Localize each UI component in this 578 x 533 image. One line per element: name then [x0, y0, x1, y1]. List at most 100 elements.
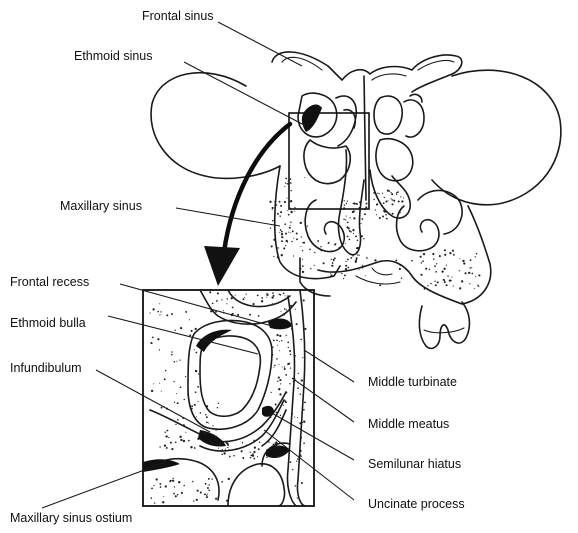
stipple-dot [207, 494, 208, 495]
inset-infundibulum-dark [198, 430, 226, 447]
stipple-dot [366, 203, 368, 205]
stipple-dot [293, 255, 294, 256]
stipple-dot [425, 268, 427, 270]
stipple-dot [303, 299, 305, 301]
stipple-dot [152, 308, 154, 310]
stipple-dot [280, 211, 282, 213]
stipple-dot [301, 236, 302, 237]
stipple-dot [153, 383, 154, 384]
stipple-dot [362, 218, 364, 220]
stipple-dot [290, 211, 292, 213]
stipple-dot [356, 251, 358, 253]
stipple-dot [285, 401, 287, 403]
inset-infundibulum-channel [150, 392, 286, 442]
stipple-dot [385, 214, 387, 216]
stipple-dot [173, 493, 175, 495]
stipple-dot [293, 381, 295, 383]
stipple-dot [243, 298, 245, 300]
stipple-dot [422, 260, 424, 262]
stipple-dot [285, 245, 286, 246]
stipple-dot [421, 262, 423, 264]
stipple-dot [269, 447, 271, 449]
label-middle-turbinate: Middle turbinate [368, 375, 457, 389]
stipple-dot [296, 238, 298, 240]
stipple-dot [476, 253, 478, 255]
stipple-dot [320, 246, 321, 247]
stipple-dot [170, 480, 172, 482]
stipple-dot [287, 342, 289, 344]
stipple-dot [355, 259, 357, 261]
stipple-dot [233, 455, 234, 456]
stipple-dot [436, 263, 437, 264]
stipple-dot [439, 255, 441, 257]
stipple-dot [399, 211, 401, 213]
stipple-dot [168, 437, 169, 438]
frontal-sinus-inner [282, 57, 454, 80]
stipple-dot [347, 236, 349, 238]
stipple-dot [271, 296, 273, 298]
stipple-dot [383, 202, 385, 204]
inset-ostium-dark [143, 459, 180, 472]
stipple-dot [272, 303, 274, 305]
stipple-dot [272, 207, 274, 209]
stipple-dot [235, 295, 236, 296]
stipple-dot [396, 194, 397, 195]
stipple-dot [344, 274, 346, 276]
stipple-dot [151, 488, 153, 490]
stipple-dot [424, 288, 426, 290]
stipple-dot [211, 442, 212, 443]
stipple-dot [366, 257, 368, 259]
stipple-dot [223, 310, 224, 311]
stipple-dot [375, 209, 376, 210]
stipple-dot [392, 203, 394, 205]
stipple-dot [349, 217, 350, 218]
stipple-dot [296, 233, 298, 235]
stipple-dot [159, 383, 160, 384]
stipple-dot [314, 265, 315, 266]
stipple-dot [444, 280, 445, 281]
stipple-dot [301, 437, 303, 439]
stipple-dot [444, 281, 446, 283]
stipple-dot [302, 271, 304, 273]
stipple-dot [153, 485, 154, 486]
stipple-dot [160, 311, 161, 312]
stipple-dot [344, 204, 345, 205]
stipple-dot [279, 215, 281, 217]
stipple-dot [376, 203, 378, 205]
stipple-dot [174, 361, 175, 362]
stipple-dot [275, 404, 277, 406]
stipple-dot [430, 283, 431, 284]
stipple-dot [299, 422, 301, 424]
stipple-dot [215, 436, 217, 438]
stipple-dot [271, 245, 273, 247]
stipple-dot [244, 297, 245, 298]
stipple-dot [187, 394, 189, 396]
stipple-dot [273, 239, 275, 241]
stipple-dot [174, 402, 175, 403]
stipple-dot [343, 278, 344, 279]
stipple-dot [331, 259, 332, 260]
stipple-dot [352, 211, 354, 213]
inset-frontal-recess-wall-2 [228, 290, 290, 307]
stipple-dot [217, 407, 218, 408]
stipple-dot [209, 484, 210, 485]
label-maxillary-sinus-ostium: Maxillary sinus ostium [10, 511, 132, 525]
stipple-dot [226, 303, 227, 304]
stipple-dot [223, 452, 225, 454]
stipple-dot [183, 424, 185, 426]
stipple-dot [399, 268, 401, 270]
stipple-dot [273, 340, 275, 342]
stipple-dot [276, 442, 278, 444]
stipple-dot [179, 436, 181, 438]
stipple-dot [376, 214, 377, 215]
stipple-dot [290, 178, 292, 180]
stipple-dot [163, 496, 164, 497]
stipple-dot [284, 368, 286, 370]
stipple-dot [287, 183, 289, 185]
stipple-dot [266, 457, 267, 458]
label-maxillary-sinus: Maxillary sinus [60, 199, 142, 213]
stipple-dot [166, 447, 168, 449]
stipple-dot [166, 430, 168, 432]
stipple-dot [345, 268, 347, 270]
stipple-dot [195, 370, 197, 372]
